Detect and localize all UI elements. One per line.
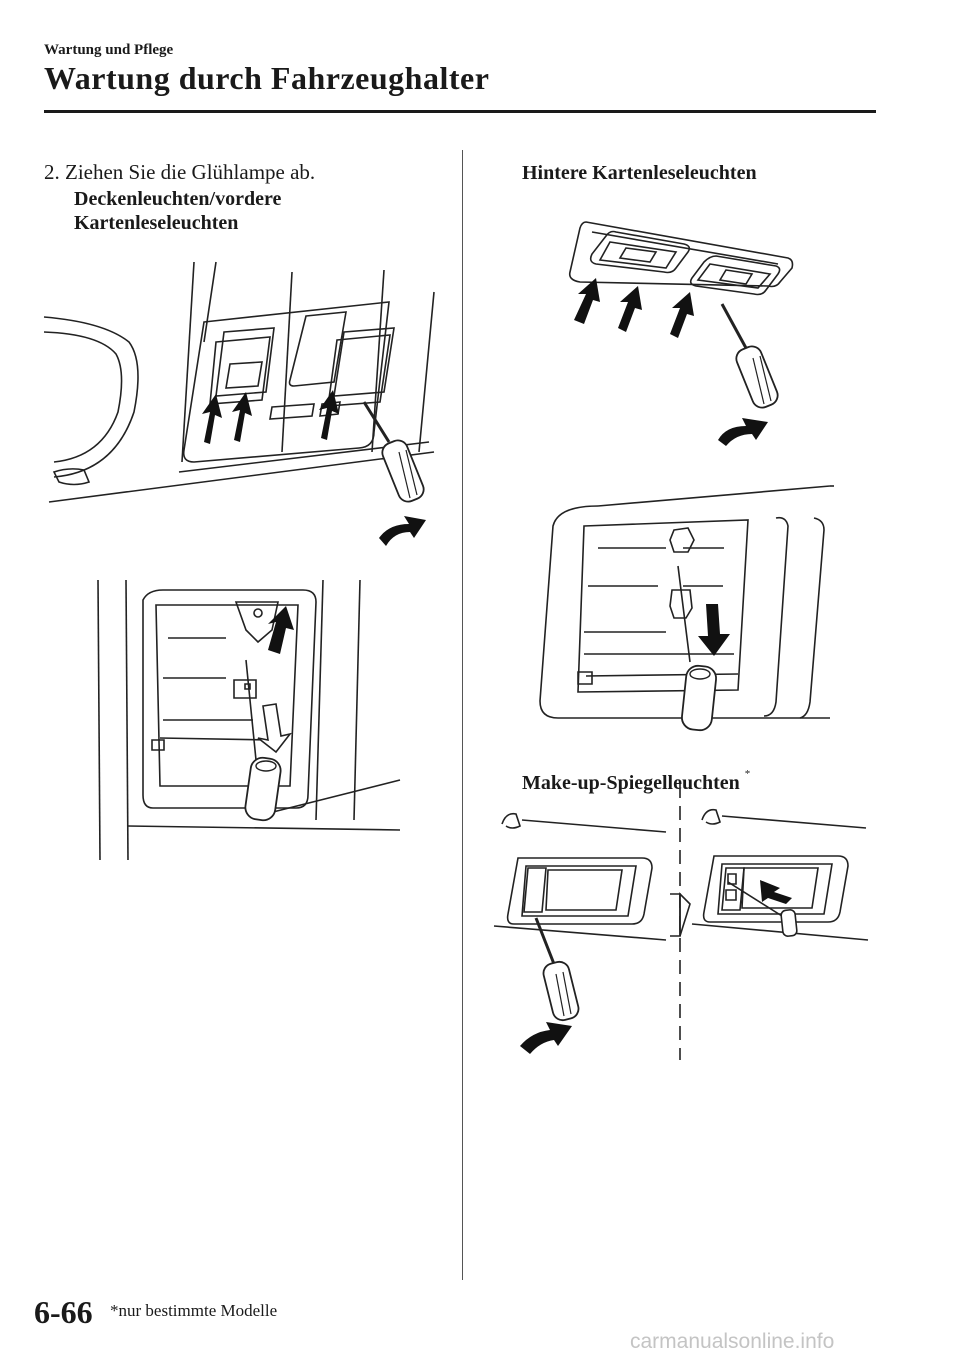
header-rule xyxy=(44,110,876,113)
screwdriver-icon xyxy=(722,304,781,411)
screwdriver-icon xyxy=(364,402,427,505)
step-instruction: 2. Ziehen Sie die Glühlampe ab. xyxy=(44,160,316,184)
vanity-light-heading: Make-up-Spiegelleuchten * xyxy=(522,768,750,795)
left-subheading-line2: Kartenleseleuchten xyxy=(74,212,239,234)
rear-bulb-removal-illustration xyxy=(538,486,834,736)
vanity-mirror-light-illustration xyxy=(492,784,872,1060)
pull-arrows xyxy=(258,606,294,752)
page-title: Wartung durch Fahrzeughalter xyxy=(44,60,490,96)
bulb-icon xyxy=(681,665,718,732)
rear-map-light-removal-illustration xyxy=(566,222,802,446)
page-number: 6-66 xyxy=(34,1294,93,1330)
overhead-bulb-removal-illustration xyxy=(98,580,400,860)
bulb-icon xyxy=(244,756,282,822)
watermark: carmanualsonline.info xyxy=(630,1330,835,1353)
bulb-icon xyxy=(781,909,798,936)
push-arrows xyxy=(574,278,768,446)
overhead-console-removal-illustration xyxy=(44,262,444,546)
section-label: Wartung und Pflege xyxy=(44,42,174,58)
vanity-light-heading-text: Make-up-Spiegelleuchten xyxy=(522,772,740,794)
rear-map-light-heading: Hintere Kartenleseleuchten xyxy=(522,162,757,184)
screwdriver-icon xyxy=(536,918,581,1022)
push-arrows xyxy=(202,390,426,546)
pull-arrow xyxy=(698,604,730,656)
footnote: *nur bestimmte Modelle xyxy=(110,1301,278,1320)
footnote-marker: * xyxy=(744,768,751,781)
left-subheading-line1: Deckenleuchten/vordere xyxy=(74,188,282,210)
column-divider xyxy=(462,150,463,1280)
motion-arrows xyxy=(520,880,792,1054)
